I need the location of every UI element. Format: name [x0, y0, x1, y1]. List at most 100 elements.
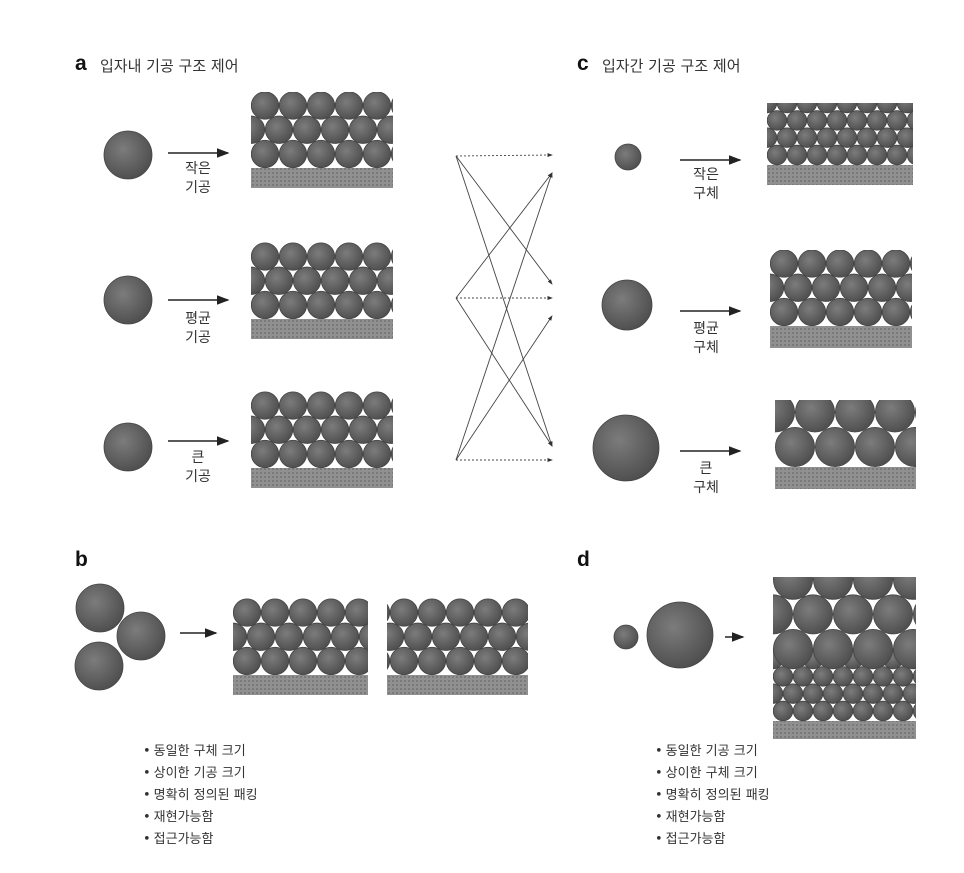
packed-sphere [855, 427, 894, 466]
packed-sphere [419, 440, 446, 467]
packed-sphere [516, 623, 543, 650]
packed-sphere [895, 427, 934, 466]
packed-sphere [502, 599, 529, 626]
label-c-small-sphere: 작은 구체 [671, 166, 741, 204]
packed-sphere [303, 623, 330, 650]
packed-sphere [321, 267, 348, 294]
packed-sphere [405, 116, 432, 143]
packed-sphere [867, 145, 887, 165]
packed-sphere [923, 649, 943, 669]
label-a-small-pore: 작은 기공 [163, 160, 233, 198]
packed-sphere [883, 684, 903, 704]
packed-sphere [833, 595, 872, 634]
cross-arrows [456, 155, 552, 460]
packing-block [223, 392, 460, 488]
packed-sphere [265, 116, 292, 143]
panel-a-letter: a [75, 52, 87, 76]
packed-sphere [233, 647, 260, 674]
cross-arrow [456, 155, 552, 156]
substrate [387, 675, 528, 695]
packed-sphere [847, 145, 867, 165]
packed-sphere [882, 298, 909, 325]
packed-sphere [419, 243, 446, 270]
packed-sphere [915, 393, 954, 432]
label-line: 기공 [163, 329, 233, 348]
cross-arrow [456, 156, 552, 446]
packed-sphere [797, 128, 817, 148]
panel-a-title: 입자내 기공 구조 제어 [100, 55, 239, 76]
packed-sphere [345, 599, 372, 626]
packed-sphere [363, 291, 390, 318]
packed-sphere [205, 599, 232, 626]
packed-sphere [289, 647, 316, 674]
sphere [614, 625, 638, 649]
packed-sphere [813, 560, 852, 599]
packed-sphere [863, 684, 883, 704]
packed-sphere [335, 92, 362, 119]
packed-sphere [815, 427, 854, 466]
packed-sphere [321, 416, 348, 443]
packed-sphere [823, 684, 843, 704]
packed-sphere [937, 128, 957, 148]
packed-sphere [873, 595, 912, 634]
substrate [233, 675, 368, 695]
packed-sphere [913, 595, 952, 634]
packed-sphere [349, 267, 376, 294]
packed-sphere [773, 667, 793, 687]
packed-sphere [873, 667, 893, 687]
panel-b-letter: b [75, 548, 88, 572]
label-line: 기공 [163, 179, 233, 198]
packed-sphere [777, 128, 797, 148]
packed-sphere [893, 560, 932, 599]
packed-sphere [247, 623, 274, 650]
sphere [76, 584, 124, 632]
packed-sphere [391, 392, 418, 419]
packed-sphere [419, 140, 446, 167]
packed-sphere [747, 111, 767, 131]
packed-sphere [237, 267, 264, 294]
packed-sphere [335, 291, 362, 318]
packed-sphere [917, 128, 937, 148]
packed-sphere [279, 392, 306, 419]
packed-sphere [251, 243, 278, 270]
bullet-item: 명확히 정의된 패킹 [143, 785, 258, 807]
packed-sphere [896, 274, 923, 301]
packed-sphere [474, 599, 501, 626]
packed-sphere [733, 629, 772, 668]
packed-sphere [349, 116, 376, 143]
packed-sphere [837, 128, 857, 148]
arrows [168, 153, 743, 637]
packed-sphere [572, 623, 599, 650]
packed-sphere [335, 243, 362, 270]
packed-sphere [903, 684, 923, 704]
packed-sphere [784, 274, 811, 301]
packed-sphere [418, 599, 445, 626]
packing-block [735, 393, 964, 489]
substrate [775, 467, 916, 489]
packed-sphere [897, 93, 917, 113]
packed-sphere [773, 701, 793, 721]
packed-sphere [955, 393, 964, 432]
packed-sphere [251, 140, 278, 167]
packed-sphere [419, 291, 446, 318]
packed-sphere [432, 623, 459, 650]
packed-sphere [827, 111, 847, 131]
packed-sphere [405, 416, 432, 443]
packed-sphere [853, 667, 873, 687]
packed-sphere [747, 145, 767, 165]
packed-sphere [307, 243, 334, 270]
packing-block [733, 560, 964, 739]
packed-sphere [279, 440, 306, 467]
packed-sphere [907, 111, 927, 131]
packed-sphere [835, 393, 874, 432]
packed-sphere [854, 298, 881, 325]
packed-sphere [793, 595, 832, 634]
packing-blocks [205, 92, 964, 739]
bullet-item: 접근가능함 [143, 829, 258, 851]
packed-sphere [335, 140, 362, 167]
packed-sphere [237, 416, 264, 443]
packed-sphere [733, 560, 772, 599]
packed-sphere [558, 647, 585, 674]
packed-sphere [803, 684, 823, 704]
